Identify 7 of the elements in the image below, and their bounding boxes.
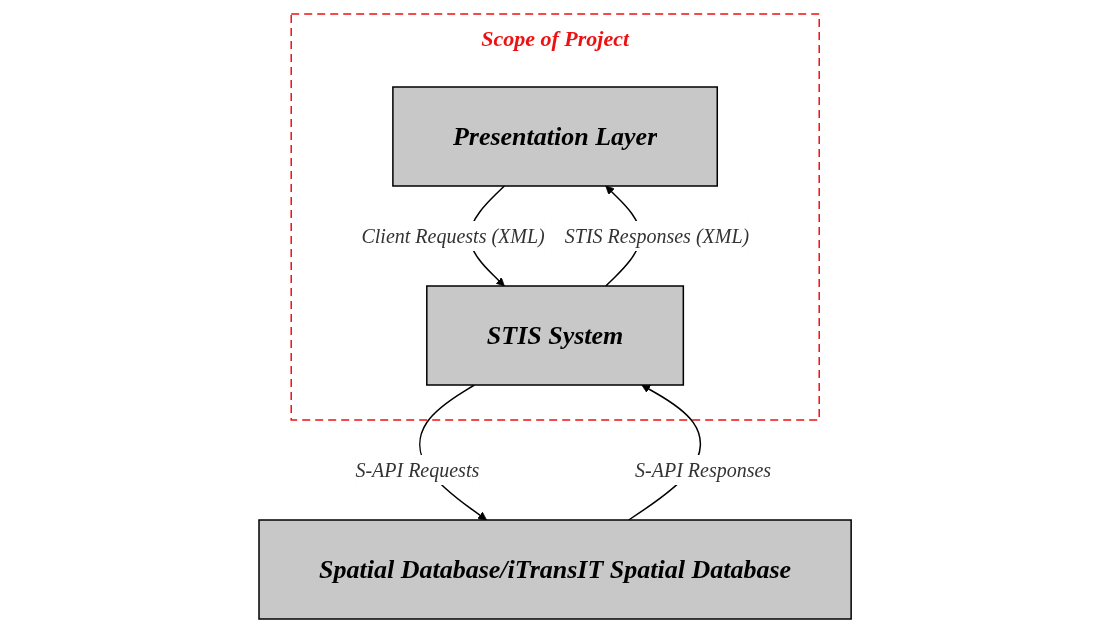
node-box: Presentation Layer (392, 86, 718, 187)
edge-label: STIS Responses (XML) (564, 225, 750, 247)
edge-label: S-API Requests (355, 459, 480, 481)
node-box: Spatial Database/iTransIT Spatial Database (258, 519, 852, 620)
node-box: STIS System (426, 285, 684, 386)
edge-label: Client Requests (XML) (361, 225, 545, 247)
edge-label: S-API Responses (635, 459, 772, 481)
